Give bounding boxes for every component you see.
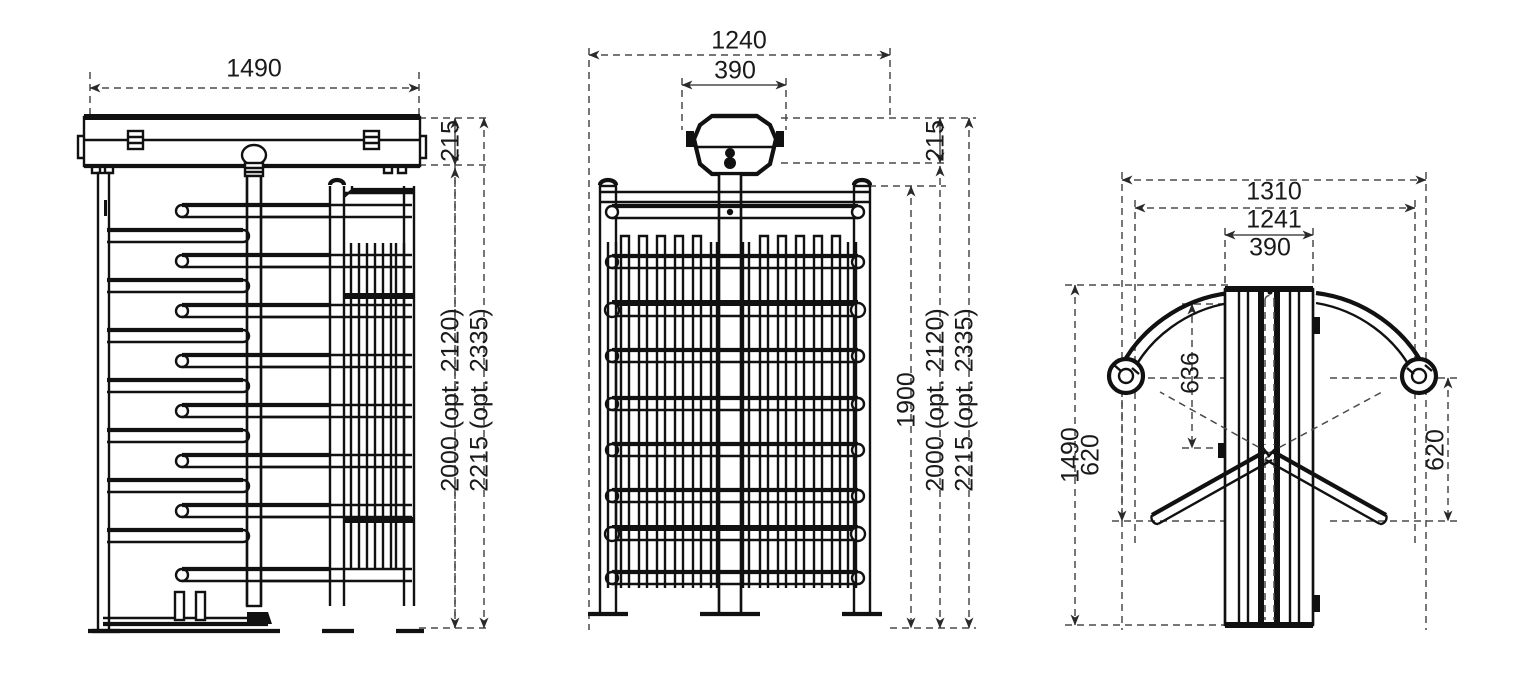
dim-front-head-width: 390	[714, 57, 756, 85]
plan-view: 1310 1241 390 1490 620 636 620	[1057, 172, 1460, 630]
dim-front-passage: 1900	[893, 372, 921, 428]
dim-side-canopy-height: 215	[437, 120, 465, 162]
plan-left-roller	[1106, 356, 1146, 396]
dim-plan-depth: 1490	[1057, 427, 1085, 483]
front-upper-rails	[600, 190, 870, 204]
dim-plan-outer-width: 1310	[1246, 178, 1302, 206]
dim-front-canopy-height: 215	[922, 120, 950, 162]
side-barrier-frame	[261, 177, 424, 634]
dim-front-width: 1240	[711, 27, 767, 55]
plan-rotor-arms	[1150, 391, 1388, 526]
dim-front-height-main: 2000 (opt. 2120)	[922, 308, 950, 491]
side-dimension-lines	[89, 72, 490, 629]
plan-curved-barriers	[1106, 290, 1439, 396]
side-picket-bundle	[344, 243, 414, 570]
dim-side-height-total: 2215 (opt. 2335)	[466, 308, 494, 491]
dim-plan-arm-left: 620	[1077, 434, 1105, 476]
side-base-plate	[92, 590, 280, 634]
front-pickets-right	[741, 234, 858, 588]
dim-plan-radius: 636	[1177, 352, 1205, 394]
front-pickets-left	[606, 234, 719, 588]
rotor-arm-group-left	[107, 227, 251, 544]
side-elevation-view: 1490 215 2000 (opt. 2120) 2215 (opt. 233…	[76, 55, 494, 634]
dim-plan-arm-right: 620	[1422, 429, 1450, 471]
dim-side-height-main: 2000 (opt. 2120)	[437, 308, 465, 491]
front-elevation-view: 1240 390 215 1900 2000 (opt. 2120) 2215 …	[588, 27, 979, 630]
front-dimension-lines	[588, 48, 976, 630]
dim-side-width: 1490	[226, 55, 282, 83]
dim-plan-inner-width: 1241	[1246, 206, 1302, 234]
plan-right-roller	[1399, 356, 1439, 396]
dim-plan-rotor-width: 390	[1249, 234, 1291, 262]
dim-front-height-total: 2215 (opt. 2335)	[951, 308, 979, 491]
